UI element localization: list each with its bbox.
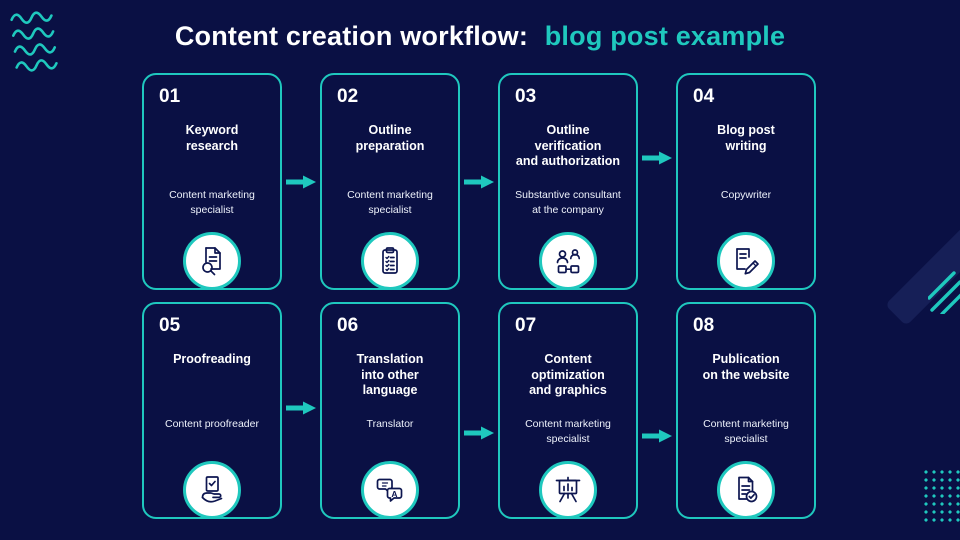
step-number: 01	[159, 86, 181, 107]
step-icon-badge: A	[361, 461, 419, 519]
step-icon-badge	[183, 232, 241, 290]
dot-grid-decoration	[920, 466, 960, 526]
page-title-highlight: blog post example	[544, 21, 786, 51]
step-card-7: 07 Content optimization and graphics Con…	[498, 302, 638, 519]
step-title: Publication on the website	[702, 352, 790, 382]
arrow-right-icon	[464, 425, 495, 441]
arrow-right-icon	[642, 428, 673, 444]
arrow-right-icon	[642, 150, 673, 166]
checklist-icon	[382, 247, 398, 274]
pen-writing-icon	[736, 248, 759, 275]
step-role: Content marketing specialist	[703, 418, 789, 446]
approved-document-hand-icon	[201, 476, 223, 503]
step-number: 02	[337, 86, 359, 107]
page-title: Content creation workflow: blog post exa…	[0, 21, 960, 52]
step-role: Translator	[366, 418, 414, 430]
page-title-main: Content creation workflow:	[174, 21, 529, 51]
translation-bubbles-icon: A	[376, 478, 403, 502]
svg-text:A: A	[391, 489, 397, 499]
step-number: 08	[693, 315, 715, 336]
step-card-5: 05 Proofreading Content proofreader	[142, 302, 282, 519]
step-role: Content proofreader	[165, 418, 259, 430]
step-role: Copywriter	[720, 189, 772, 201]
arrow-right-icon	[286, 174, 317, 190]
step-card-1: 01 Keyword research Content marketing sp…	[142, 73, 282, 290]
step-title: Keyword research	[185, 123, 239, 153]
step-card-3: 03 Outline verification and authorizatio…	[498, 73, 638, 290]
step-number: 03	[515, 86, 537, 107]
step-number: 04	[693, 86, 715, 107]
step-title: Translation into other language	[356, 352, 424, 398]
step-icon-badge	[717, 461, 775, 519]
step-icon-badge	[183, 461, 241, 519]
step-title: Outline verification and authorization	[515, 123, 621, 169]
step-title: Outline preparation	[355, 123, 425, 153]
team-review-icon	[556, 249, 581, 274]
step-role: Content marketing specialist	[525, 418, 611, 446]
presentation-chart-icon	[555, 476, 581, 503]
step-title: Proofreading	[173, 352, 251, 366]
step-role: Substantive consultant at the company	[515, 189, 621, 217]
step-card-8: 08 Publication on the website Content ma…	[676, 302, 816, 519]
arrow-right-icon	[286, 400, 317, 416]
diagonal-lines-decoration	[928, 271, 960, 314]
step-icon-badge	[361, 232, 419, 290]
step-role: Content marketing specialist	[169, 189, 255, 217]
step-number: 06	[337, 315, 359, 336]
step-title: Content optimization and graphics	[529, 352, 607, 398]
step-icon-badge	[539, 232, 597, 290]
step-number: 05	[159, 315, 181, 336]
step-title: Blog post writing	[717, 123, 775, 153]
step-card-6: 06 Translation into other language Trans…	[320, 302, 460, 519]
step-role: Content marketing specialist	[347, 189, 433, 217]
step-number: 07	[515, 315, 537, 336]
step-card-2: 02 Outline preparation Content marketing…	[320, 73, 460, 290]
published-document-check-icon	[738, 476, 758, 503]
document-search-icon	[202, 247, 221, 276]
wavy-lines-decoration	[10, 11, 58, 72]
arrow-right-icon	[464, 174, 495, 190]
step-icon-badge	[717, 232, 775, 290]
step-icon-badge	[539, 461, 597, 519]
step-card-4: 04 Blog post writing Copywriter	[676, 73, 816, 290]
